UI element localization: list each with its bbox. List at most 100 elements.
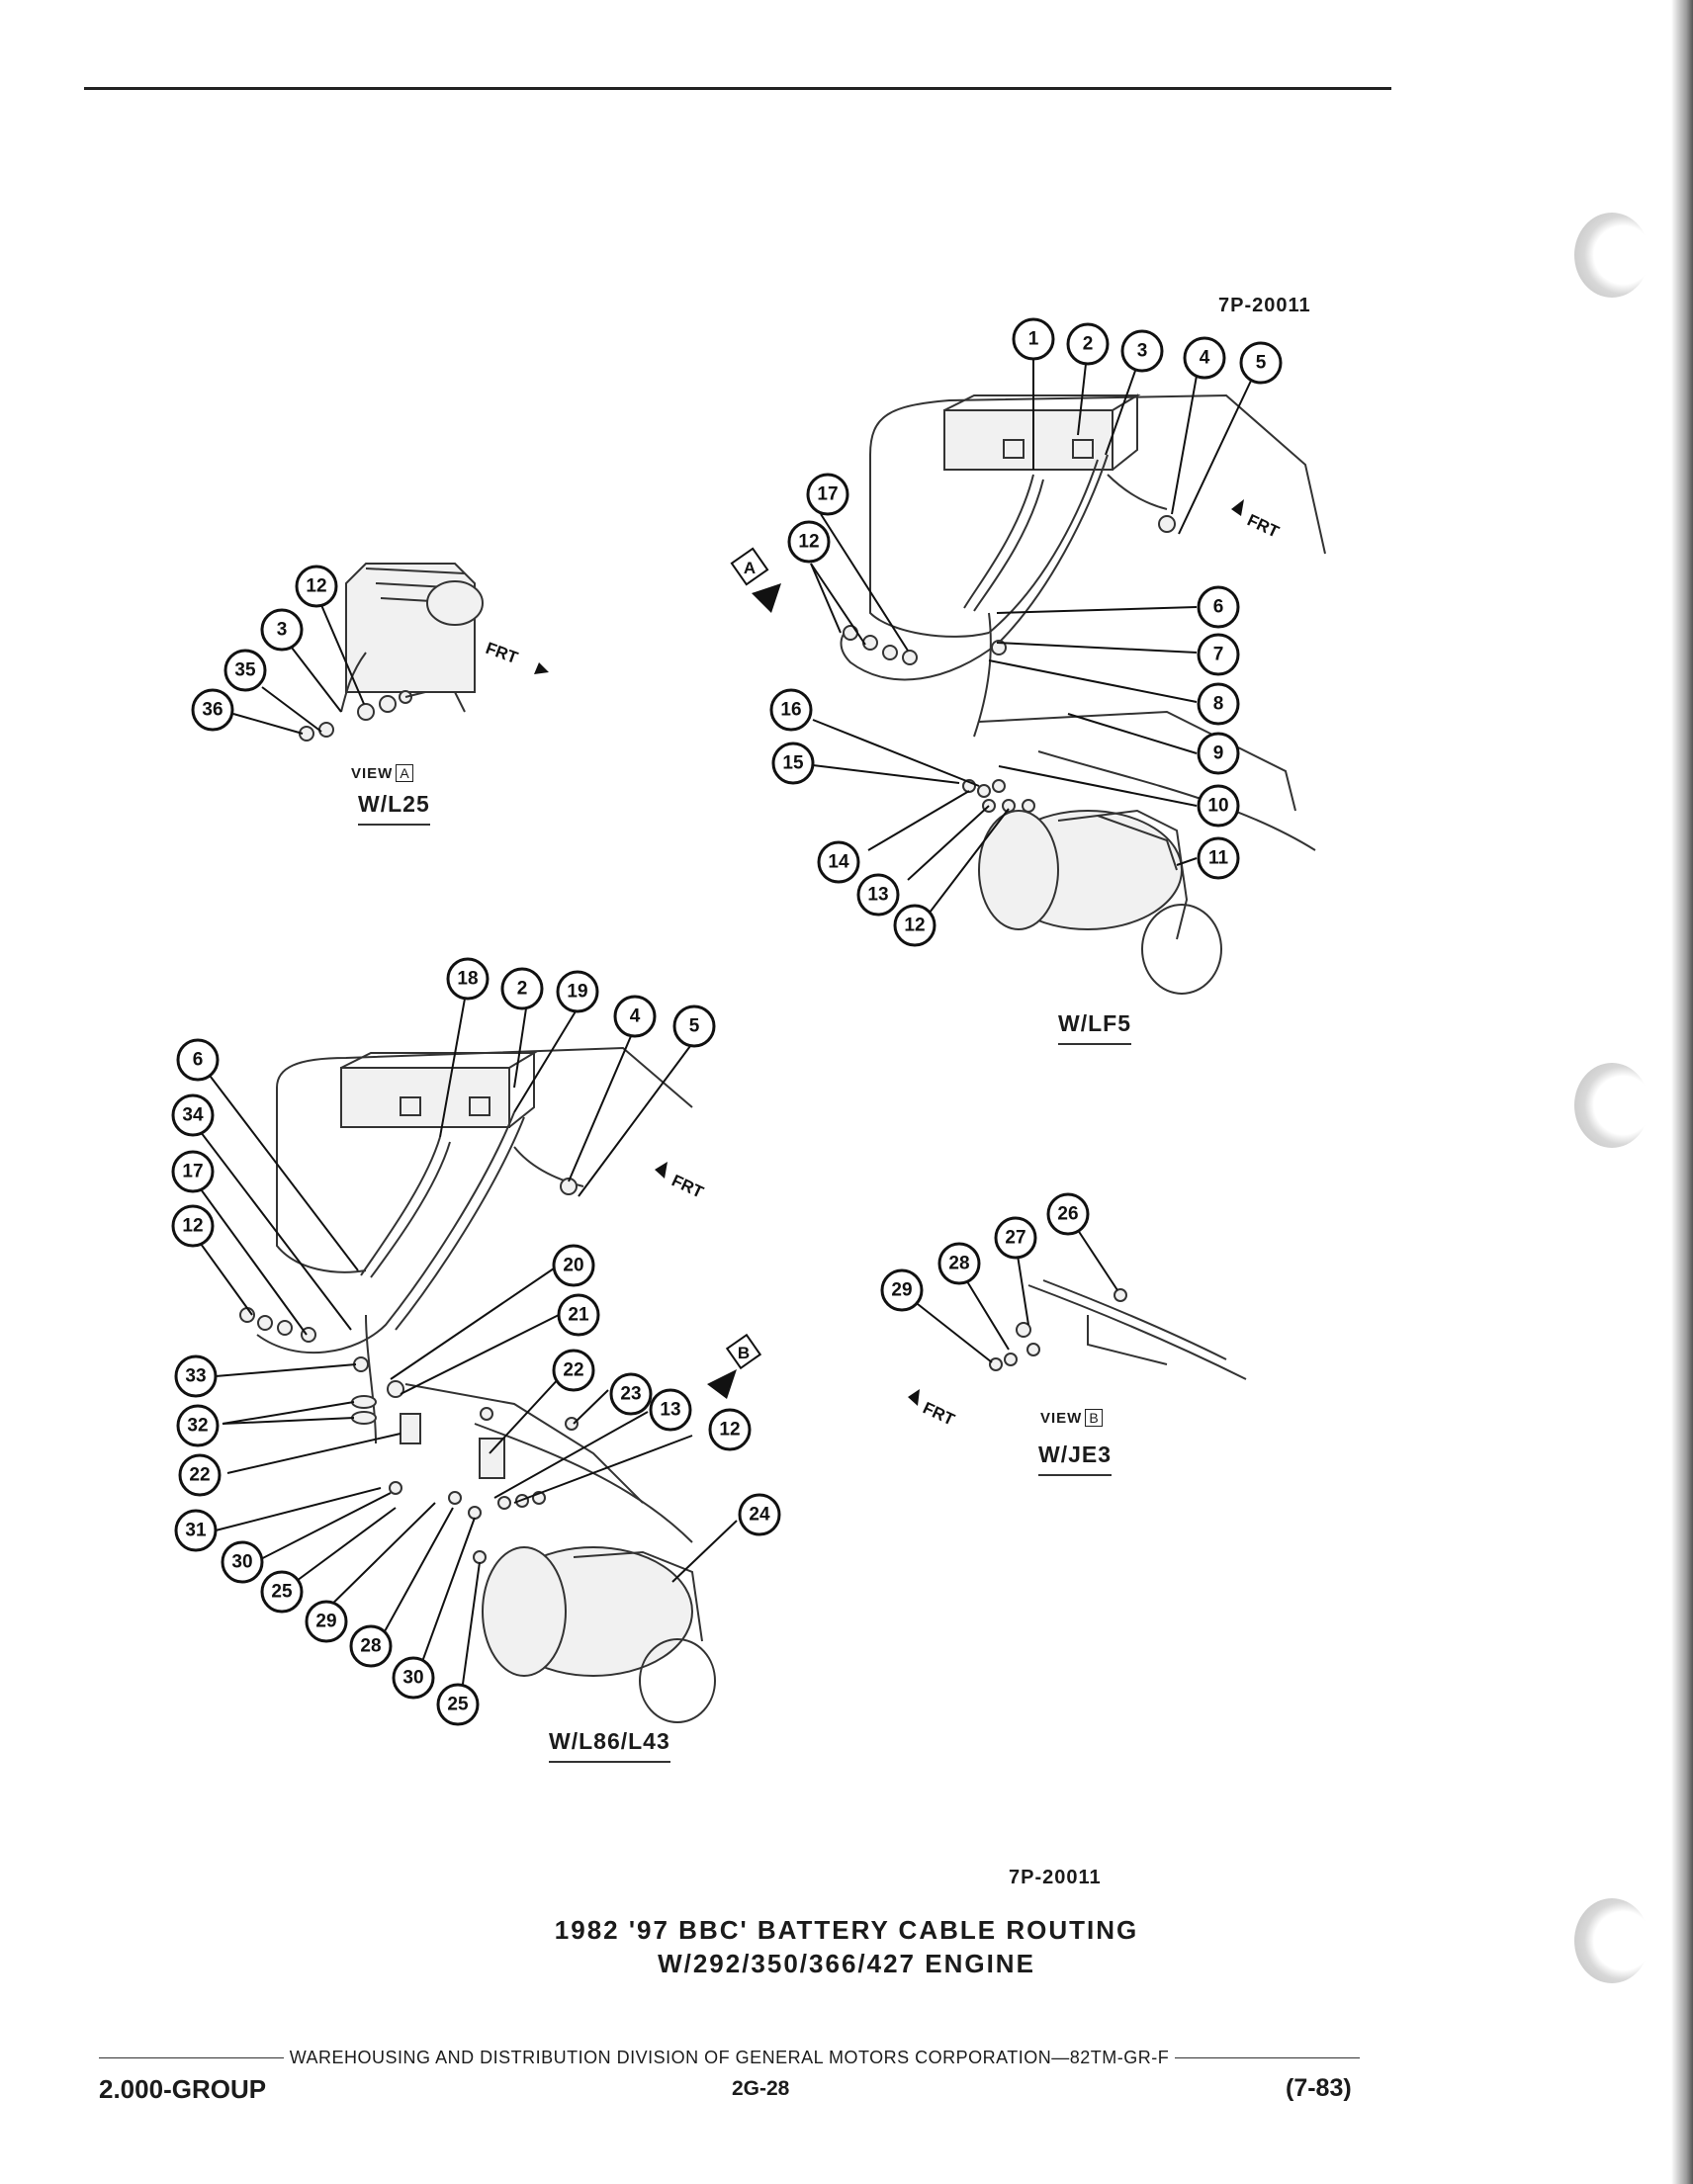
svg-text:1: 1 xyxy=(1028,329,1039,350)
callout-l86-30-right: 30 xyxy=(392,1656,435,1700)
svg-text:25: 25 xyxy=(447,1695,469,1715)
svg-text:2: 2 xyxy=(517,979,528,1000)
front-arrow-je3: FRT xyxy=(908,1389,958,1430)
svg-text:30: 30 xyxy=(231,1552,252,1573)
svg-text:33: 33 xyxy=(185,1366,206,1387)
callout-je3-29: 29 xyxy=(880,1268,924,1312)
callout-l86-31: 31 xyxy=(174,1509,218,1552)
callout-lf5-4: 4 xyxy=(1183,336,1226,380)
svg-text:13: 13 xyxy=(660,1400,680,1421)
callout-je3-27: 27 xyxy=(994,1216,1037,1260)
svg-text:12: 12 xyxy=(904,916,925,936)
callout-l86-6: 6 xyxy=(176,1038,220,1082)
view-a-illustration xyxy=(299,563,484,742)
caption-line-2: W/292/350/366/427 ENGINE xyxy=(658,1949,1035,1978)
svg-text:FRT: FRT xyxy=(920,1398,958,1429)
svg-text:20: 20 xyxy=(563,1256,583,1276)
l86-illustration xyxy=(239,1046,716,1723)
config-je3-block: W/JE3 xyxy=(1038,1441,1113,1476)
footer-publisher-line: WAREHOUSING AND DISTRIBUTION DIVISION OF… xyxy=(99,2047,1360,2068)
callout-l86-24: 24 xyxy=(738,1493,781,1536)
config-lf5-block: W/LF5 xyxy=(1058,1010,1131,1045)
svg-text:36: 36 xyxy=(202,700,223,721)
callout-l86-19: 19 xyxy=(556,970,599,1013)
config-l86-block: W/L86/L43 xyxy=(549,1728,670,1763)
callout-lf5-2: 2 xyxy=(1066,322,1110,366)
binder-hole-top xyxy=(1574,213,1649,298)
svg-text:15: 15 xyxy=(782,753,804,774)
svg-text:24: 24 xyxy=(749,1505,770,1526)
callout-l86-28: 28 xyxy=(349,1624,393,1668)
svg-text:27: 27 xyxy=(1005,1228,1025,1249)
callout-lf5-5: 5 xyxy=(1239,341,1283,385)
config-lf5-label: W/LF5 xyxy=(1058,1010,1131,1045)
svg-text:A: A xyxy=(744,559,756,577)
svg-text:4: 4 xyxy=(1200,348,1210,369)
svg-text:10: 10 xyxy=(1207,796,1228,817)
callouts-l25: 12 3 35 36 xyxy=(191,565,338,732)
svg-text:22: 22 xyxy=(189,1465,210,1486)
svg-text:19: 19 xyxy=(567,982,587,1003)
svg-text:5: 5 xyxy=(689,1016,700,1037)
svg-text:7: 7 xyxy=(1213,645,1224,665)
svg-text:30: 30 xyxy=(402,1668,423,1689)
callouts-lf5: 1 2 3 4 5 17 12 6 7 8 16 9 15 10 11 14 1… xyxy=(769,317,1283,947)
footer-dash-left xyxy=(99,2056,284,2058)
callout-l86-17: 17 xyxy=(171,1150,215,1193)
svg-text:22: 22 xyxy=(563,1360,583,1381)
leader-lines xyxy=(187,359,1252,1706)
callouts-l86: 18 2 19 4 5 6 34 17 12 20 21 33 22 23 32… xyxy=(171,957,781,1726)
svg-text:12: 12 xyxy=(182,1216,203,1237)
callout-lf5-6: 6 xyxy=(1197,585,1240,629)
caption-line-1: 1982 '97 BBC' BATTERY CABLE ROUTING xyxy=(554,1915,1139,1945)
callout-l86-20: 20 xyxy=(552,1244,595,1287)
callout-lf5-9: 9 xyxy=(1197,732,1240,775)
svg-text:28: 28 xyxy=(948,1254,969,1274)
callout-l25-35: 35 xyxy=(223,649,267,692)
config-l86-label: W/L86/L43 xyxy=(549,1728,670,1763)
footer-dash-right xyxy=(1175,2056,1360,2058)
callout-je3-26: 26 xyxy=(1046,1192,1090,1236)
svg-text:12: 12 xyxy=(719,1420,740,1441)
svg-text:FRT: FRT xyxy=(1244,510,1283,541)
svg-text:4: 4 xyxy=(630,1006,641,1027)
front-arrow-l25: FRT xyxy=(484,639,549,674)
callout-l86-12-upper: 12 xyxy=(171,1204,215,1248)
page-edge-shadow xyxy=(1671,0,1693,2184)
callout-l86-32: 32 xyxy=(176,1404,220,1447)
footer-publisher: WAREHOUSING AND DISTRIBUTION DIVISION OF… xyxy=(289,2047,1170,2067)
callout-l86-30-left: 30 xyxy=(221,1540,264,1584)
front-arrow-lf5: FRT xyxy=(1231,499,1283,542)
front-arrow-l86: FRT xyxy=(655,1162,707,1202)
svg-text:29: 29 xyxy=(891,1280,912,1301)
figure-ref-top: 7P-20011 xyxy=(1218,295,1311,316)
callout-lf5-7: 7 xyxy=(1197,633,1240,676)
callout-lf5-16: 16 xyxy=(769,688,813,732)
config-l25-block: W/L25 xyxy=(358,791,430,826)
callout-l86-25-left: 25 xyxy=(260,1570,304,1614)
binder-hole-bottom xyxy=(1574,1898,1649,1983)
svg-text:12: 12 xyxy=(306,576,326,597)
svg-text:34: 34 xyxy=(182,1105,204,1126)
footer-date: (7-83) xyxy=(1286,2074,1352,2102)
callout-l86-22-upper: 22 xyxy=(552,1349,595,1392)
svg-text:17: 17 xyxy=(182,1162,203,1182)
svg-text:32: 32 xyxy=(187,1416,208,1437)
svg-text:13: 13 xyxy=(867,885,888,906)
svg-text:8: 8 xyxy=(1213,694,1224,715)
svg-text:21: 21 xyxy=(568,1305,589,1326)
callout-lf5-10: 10 xyxy=(1197,784,1240,828)
svg-text:16: 16 xyxy=(780,700,801,721)
svg-text:29: 29 xyxy=(315,1612,336,1632)
callout-lf5-8: 8 xyxy=(1197,682,1240,726)
svg-text:26: 26 xyxy=(1057,1204,1078,1225)
svg-text:11: 11 xyxy=(1208,848,1229,869)
callout-lf5-15: 15 xyxy=(771,742,815,785)
config-je3-label: W/JE3 xyxy=(1038,1441,1113,1476)
view-b-word: VIEW xyxy=(1040,1410,1083,1427)
svg-text:6: 6 xyxy=(193,1050,204,1071)
callout-l25-36: 36 xyxy=(191,688,234,732)
